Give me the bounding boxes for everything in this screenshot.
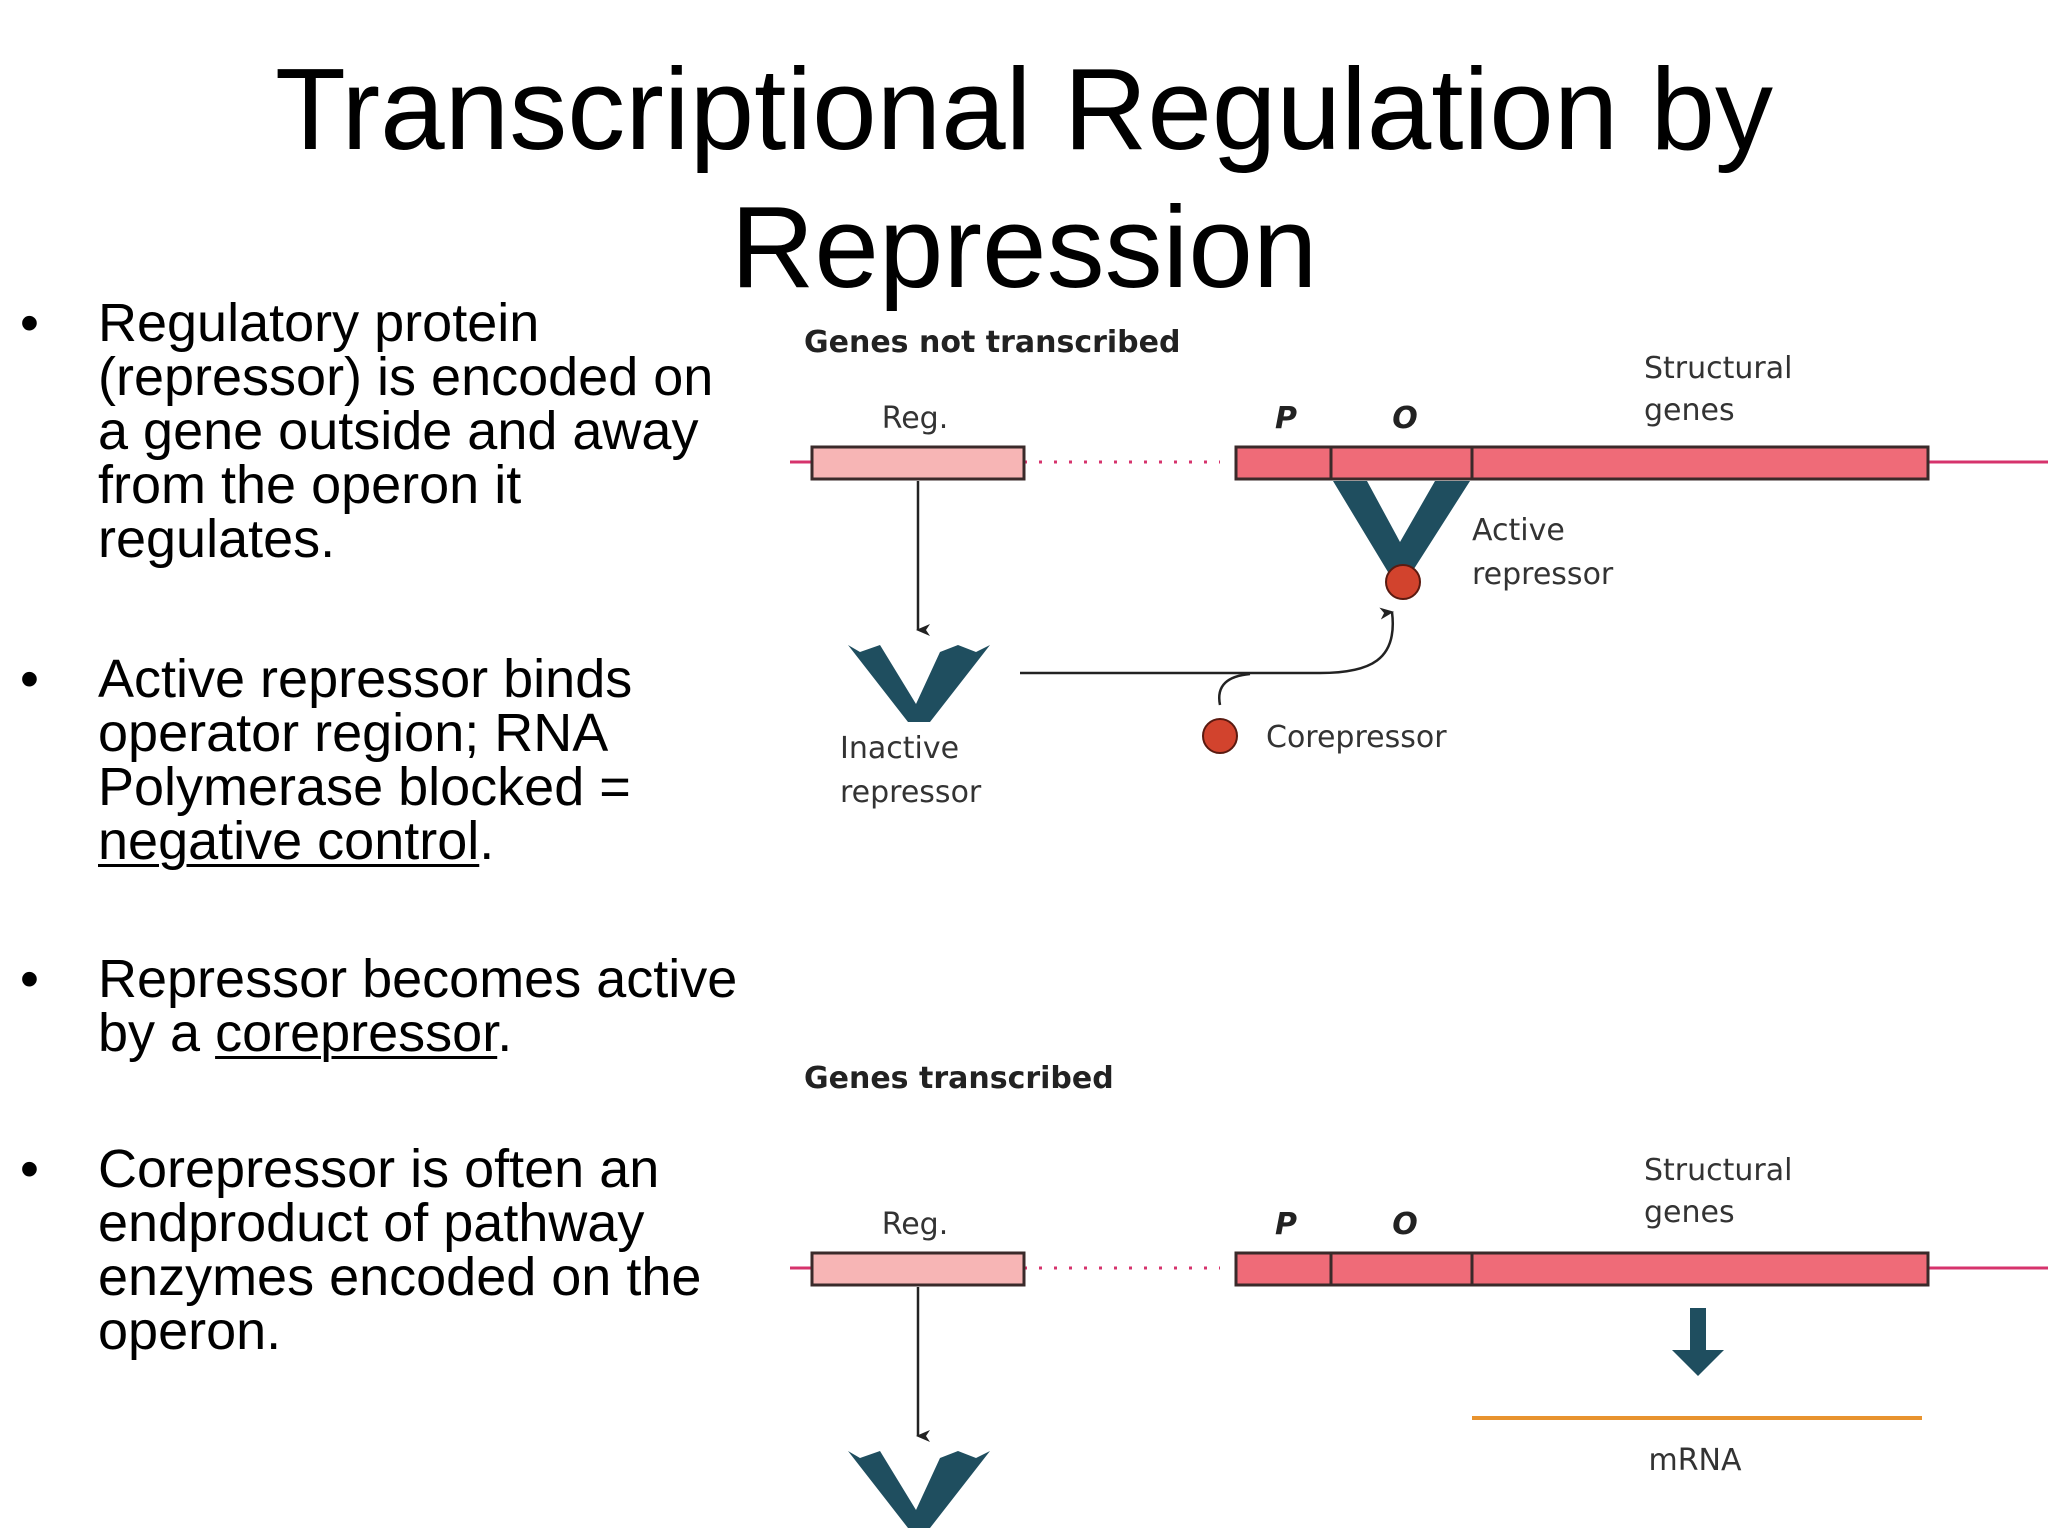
bullet-symbol: •	[20, 949, 39, 1009]
transcription-arrow	[1672, 1308, 1724, 1376]
promoter-region	[1234, 1251, 1333, 1287]
inactive-repressor-label: Inactive repressor	[840, 731, 982, 810]
bullet-text: Active repressor binds operator region; …	[98, 652, 758, 868]
operator-region	[1329, 1251, 1474, 1287]
structural-genes-label-line2: genes	[1644, 1195, 1735, 1230]
structural-genes-label: Structural genes	[1644, 1153, 1802, 1230]
corepressor-join-line	[1217, 672, 1251, 706]
operator-label: O	[1392, 1207, 1418, 1242]
active-repressor-shape	[1333, 481, 1470, 572]
activation-arrow	[1020, 607, 1395, 675]
reg-gene-label: Reg.	[882, 401, 949, 436]
bullet-text: Regulatory protein (repressor) is encode…	[98, 293, 714, 569]
structural-genes-label-line1: Structural	[1644, 1153, 1792, 1188]
top-panel-heading: Genes not transcribed	[804, 325, 1180, 360]
regulatory-gene	[810, 445, 1026, 481]
promoter-label: P	[1275, 401, 1297, 436]
top-panel: Genes not transcribed Reg. P O Structura…	[790, 325, 2048, 810]
regulatory-gene	[810, 1251, 1026, 1287]
title-line-1: Transcriptional Regulation by	[274, 44, 1774, 174]
mrna-label: mRNA	[1648, 1443, 1742, 1478]
bullet-symbol: •	[20, 649, 39, 709]
bullet-text-end: .	[497, 1003, 513, 1063]
inactive-repressor-shape	[848, 645, 990, 722]
structural-genes-label-line2: genes	[1644, 393, 1735, 428]
inactive-repressor-shape	[848, 1451, 990, 1528]
inactive-repressor-label-line1: Inactive	[840, 731, 959, 766]
structural-genes-label-line1: Structural	[1644, 351, 1792, 386]
bullet-list: • Regulatory protein (repressor) is enco…	[0, 0, 780, 1536]
bullet-text: Repressor becomes active by a corepresso…	[98, 952, 758, 1060]
structural-genes-label: Structural genes	[1644, 351, 1802, 428]
operon-repression-diagram: Genes not transcribed Reg. P O Structura…	[790, 325, 2048, 1528]
title-line-2: Repression	[730, 182, 1318, 312]
bullet-text-plain: Repressor becomes active by a	[98, 949, 738, 1063]
corepressor-label: Corepressor	[1266, 720, 1447, 755]
corepressor-molecule	[1202, 718, 1238, 754]
bullet-text-plain: Active repressor binds operator region; …	[98, 649, 633, 817]
inactive-repressor-label-line2: repressor	[840, 775, 982, 810]
promoter-region	[1234, 445, 1333, 481]
promoter-label: P	[1275, 1207, 1297, 1242]
structural-genes	[1470, 1251, 1930, 1287]
structural-genes	[1470, 445, 1930, 481]
active-repressor-label-line1: Active	[1472, 513, 1565, 548]
bullet-text-underlined: negative control	[98, 811, 480, 871]
reg-gene-label: Reg.	[882, 1207, 949, 1242]
active-repressor-label-line2: repressor	[1472, 557, 1614, 592]
active-repressor-label: Active repressor	[1472, 513, 1614, 592]
bullet-symbol: •	[20, 293, 39, 353]
bound-corepressor	[1385, 564, 1421, 600]
operator-label: O	[1392, 401, 1418, 436]
bullet-symbol: •	[20, 1139, 39, 1199]
slide-title: Transcriptional Regulation by Repression	[0, 40, 2048, 316]
bottom-panel: Genes transcribed Reg. P O Structural ge…	[790, 1061, 2048, 1528]
bullet-text-end: .	[479, 811, 495, 871]
bullet-text: Corepressor is often an endproduct of pa…	[98, 1139, 702, 1361]
bottom-panel-heading: Genes transcribed	[804, 1061, 1114, 1096]
bullet-text-underlined: corepressor	[215, 1003, 498, 1063]
operator-region	[1329, 445, 1474, 481]
